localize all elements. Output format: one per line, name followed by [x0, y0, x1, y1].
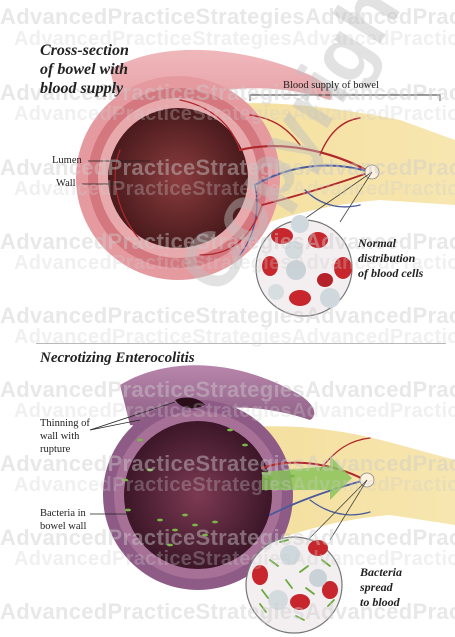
white-blood-cell — [285, 241, 303, 259]
white-blood-cell — [320, 288, 340, 308]
bacteria-wall-label-line1: Bacteria in — [40, 508, 86, 520]
red-blood-cell — [317, 273, 333, 287]
bacteria-caption-line2: spread — [360, 580, 393, 594]
nec-title: Necrotizing Enterocolitis — [40, 349, 195, 367]
top-title-line3: blood supply — [40, 80, 123, 98]
top-title-line1: Cross-section — [40, 42, 129, 60]
white-blood-cell — [280, 545, 300, 565]
thinning-label-line1: Thinning of — [40, 418, 90, 430]
blood-supply-bracket — [250, 95, 440, 101]
zoom-circle-bacteria — [246, 537, 342, 633]
red-blood-cell — [271, 228, 293, 244]
white-blood-cell — [291, 215, 309, 233]
white-blood-cell — [268, 284, 284, 300]
red-blood-cell — [289, 290, 311, 306]
wall-label: Wall — [56, 178, 76, 190]
bacteria-caption-line3: to blood — [360, 595, 400, 609]
normal-caption-line3: of blood cells — [358, 266, 423, 280]
lumen-top — [108, 108, 248, 248]
red-blood-cell — [290, 594, 310, 610]
red-blood-cell — [252, 565, 268, 585]
red-blood-cell — [308, 232, 328, 248]
normal-caption-line2: distribution — [358, 251, 415, 265]
red-blood-cell — [308, 540, 328, 556]
bacteria-caption-line1: Bacteria — [360, 565, 402, 579]
thinning-label-line2: wall with — [40, 431, 79, 443]
white-blood-cell — [309, 569, 327, 587]
zoom-circle-normal — [256, 215, 352, 316]
panel-divider — [36, 343, 446, 344]
blood-supply-label: Blood supply of bowel — [283, 80, 379, 92]
red-blood-cell — [334, 257, 352, 279]
thinning-label-line3: rupture — [40, 444, 70, 456]
normal-caption-line1: Normal — [358, 236, 396, 250]
bacteria-wall-label-line2: bowel wall — [40, 521, 86, 533]
white-blood-cell — [268, 590, 288, 610]
red-blood-cell — [262, 256, 278, 276]
lumen-nec — [124, 421, 272, 569]
white-blood-cell — [286, 260, 306, 280]
lumen-label: Lumen — [52, 155, 82, 167]
top-title-line2: of bowel with — [40, 61, 128, 79]
